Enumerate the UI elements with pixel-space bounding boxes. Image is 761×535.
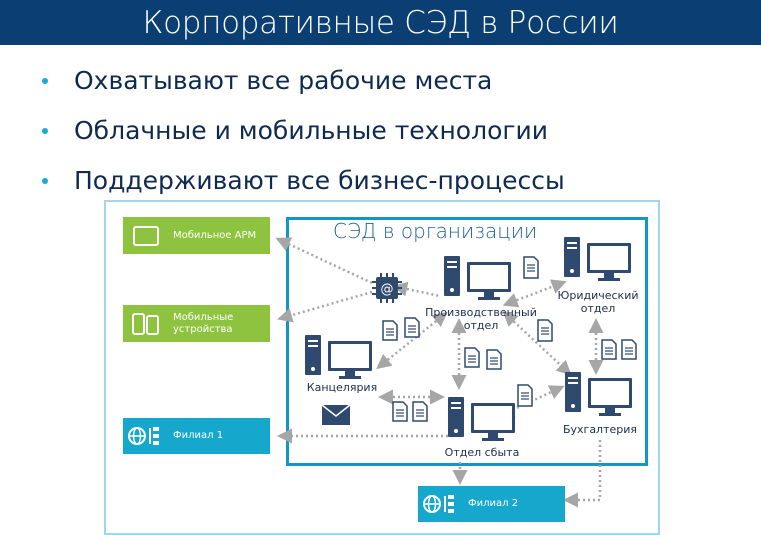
link-production-legal (502, 279, 567, 308)
mobile-devices-chip: Мобильные устройства (123, 305, 270, 342)
mobile-arm-label: Мобильное АРМ (173, 229, 257, 241)
production-computer-icon (444, 256, 514, 302)
chancellery-label: Канцелярия (306, 381, 378, 394)
link-accounting-branch2 (563, 440, 602, 508)
bullet-dot-icon (42, 128, 48, 134)
bullet-item: Охватывают все рабочие места (42, 60, 565, 110)
document-icon (381, 316, 423, 342)
branch1-label: Филиал 1 (173, 430, 224, 441)
sales-computer-icon (448, 397, 518, 443)
branch2-label: Филиал 2 (468, 498, 519, 509)
legal-computer-icon (564, 237, 634, 283)
document-icon (463, 346, 505, 372)
svg-text:@: @ (381, 282, 394, 297)
bullet-list: Охватывают все рабочие места Облачные и … (42, 60, 565, 210)
link-router-mobile-devices (277, 290, 373, 323)
link-router-production (392, 281, 441, 298)
mobile-devices-label: Мобильные устройства (173, 311, 234, 335)
bullet-dot-icon (42, 78, 48, 84)
tablet-icon (123, 217, 169, 254)
email-gateway-icon: @ (372, 273, 402, 303)
accounting-label: Бухгалтерия (562, 423, 638, 436)
document-icon (522, 255, 542, 281)
document-icon (536, 318, 556, 344)
branch1-chip: Филиал 1 (123, 418, 270, 454)
slide-title: Корпоративные СЭД в России (142, 4, 619, 41)
globe-network-icon (418, 486, 464, 522)
document-icon (516, 383, 536, 409)
production-label: Производственный отдел (425, 306, 537, 332)
mobile-arm-chip: Мобильное АРМ (123, 217, 270, 254)
document-icon (391, 400, 433, 426)
globe-network-icon (123, 418, 169, 454)
bullet-item: Поддерживают все бизнес-процессы (42, 160, 565, 210)
bullet-dot-icon (42, 178, 48, 184)
legal-label: Юридический отдел (557, 289, 639, 315)
organization-title: СЭД в организации (333, 219, 538, 243)
accounting-computer-icon (565, 372, 635, 418)
branch2-chip: Филиал 2 (418, 486, 565, 522)
sales-label: Отдел сбыта (444, 446, 520, 459)
phone-tablet-icon (123, 305, 169, 342)
bullet-item: Облачные и мобильные технологии (42, 110, 565, 160)
slide-title-bar: Корпоративные СЭД в России (0, 0, 761, 45)
chancellery-computer-icon (305, 335, 375, 381)
envelope-icon (322, 402, 356, 428)
connector-lines (275, 237, 604, 508)
document-icon (600, 338, 642, 364)
link-production-accounting (502, 311, 572, 376)
link-router-mobile-arm (275, 237, 373, 285)
